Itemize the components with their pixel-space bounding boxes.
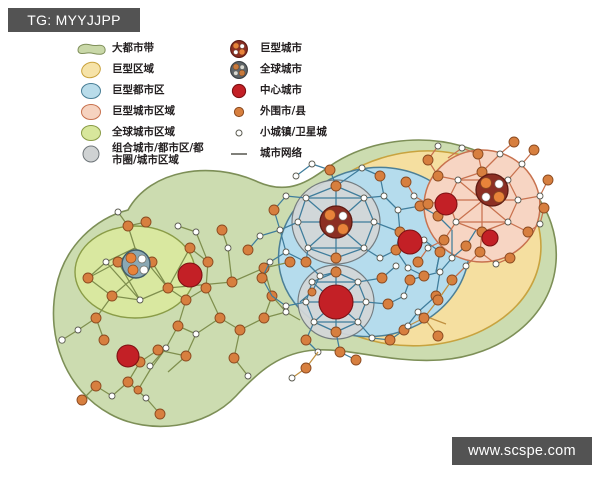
- network-megacity-region: [400, 136, 554, 286]
- legend-item-city-network: 城市网络: [222, 143, 382, 164]
- network-mega-region-links: [288, 279, 453, 382]
- center-city-node-icon: [222, 80, 256, 101]
- legend-item-megalopolis-belt: 大都市带: [74, 38, 234, 59]
- legend-label-city-network: 城市网络: [260, 146, 302, 159]
- global-city-node-left: [121, 249, 151, 279]
- center-city-node-pink-left: [434, 192, 458, 216]
- watermark-bottom: www.scspe.com: [452, 437, 592, 465]
- legend-label-composite-city: 组合城市/都市区/都 市圈/城市区域: [112, 142, 204, 166]
- legend-label-global-city-node: 全球城市: [260, 62, 302, 75]
- legend-label-megacity-node: 巨型城市: [260, 41, 302, 54]
- megacity-node-upper: [319, 205, 353, 239]
- city-network-line-icon: [222, 143, 256, 164]
- legend-label-global-city-region: 全球城市区域: [112, 125, 175, 138]
- watermark-top: TG: MYYJJPP: [8, 8, 140, 32]
- megacity-region-swatch: [74, 101, 108, 122]
- legend-label-megacity-region: 巨型城市区域: [112, 104, 175, 117]
- legend-item-global-city-region: 全球城市区域: [74, 122, 234, 143]
- megacity-node-icon: [222, 38, 256, 59]
- legend-label-megalopolitan-district: 巨型都市区: [112, 83, 165, 96]
- network-left-lobe: [58, 208, 301, 420]
- legend-item-megacity-node: 巨型城市: [222, 38, 382, 59]
- small-town-nodes-right: [410, 142, 544, 270]
- peripheral-city-nodes-center: [242, 164, 472, 366]
- center-city-nodes-left: [116, 262, 203, 368]
- legend-column-right: 巨型城市 全球城市: [222, 38, 382, 164]
- legend-item-global-city-node: 全球城市: [222, 59, 382, 80]
- center-city-node-district: [397, 229, 423, 255]
- legend: 大都市带 巨型区域 巨型都市区: [74, 38, 374, 168]
- mega-region-swatch: [74, 59, 108, 80]
- legend-label-peripheral-city-node: 外围市/县: [260, 104, 306, 117]
- small-town-nodes-center: [256, 160, 456, 356]
- center-city-node-pink-lower: [481, 229, 499, 247]
- legend-label-center-city-node: 中心城市: [260, 83, 302, 96]
- legend-item-megalopolitan-district: 巨型都市区: [74, 80, 234, 101]
- megacity-node-right: [475, 173, 509, 207]
- global-city-region-swatch: [74, 122, 108, 143]
- composite-city-swatch: [74, 143, 108, 164]
- megalopolis-belt-swatch: [74, 38, 108, 59]
- legend-item-mega-region: 巨型区域: [74, 59, 234, 80]
- center-city-node-lower-blob: [318, 284, 354, 320]
- legend-item-center-city-node: 中心城市: [222, 80, 382, 101]
- megalopolitan-district-swatch: [74, 80, 108, 101]
- legend-item-peripheral-city-node: 外围市/县: [222, 101, 382, 122]
- small-town-nodes-left: [58, 208, 290, 402]
- legend-label-small-town-node: 小城镇/卫星城: [260, 125, 327, 138]
- legend-column-left: 大都市带 巨型区域 巨型都市区: [74, 38, 234, 173]
- legend-item-small-town-node: 小城镇/卫星城: [222, 122, 382, 143]
- peripheral-city-nodes-left: [76, 216, 296, 420]
- global-city-node-icon: [222, 59, 256, 80]
- peripheral-city-nodes-right: [400, 136, 554, 286]
- peripheral-city-node-icon: [222, 101, 256, 122]
- network-megalopolitan-district: [242, 160, 477, 366]
- legend-label-mega-region: 巨型区域: [112, 62, 154, 75]
- legend-label-megalopolis-belt: 大都市带: [112, 41, 154, 54]
- legend-item-composite-city: 组合城市/都市区/都 市圈/城市区域: [74, 142, 234, 173]
- legend-item-megacity-region: 巨型城市区域: [74, 101, 234, 122]
- small-town-node-icon: [222, 122, 256, 143]
